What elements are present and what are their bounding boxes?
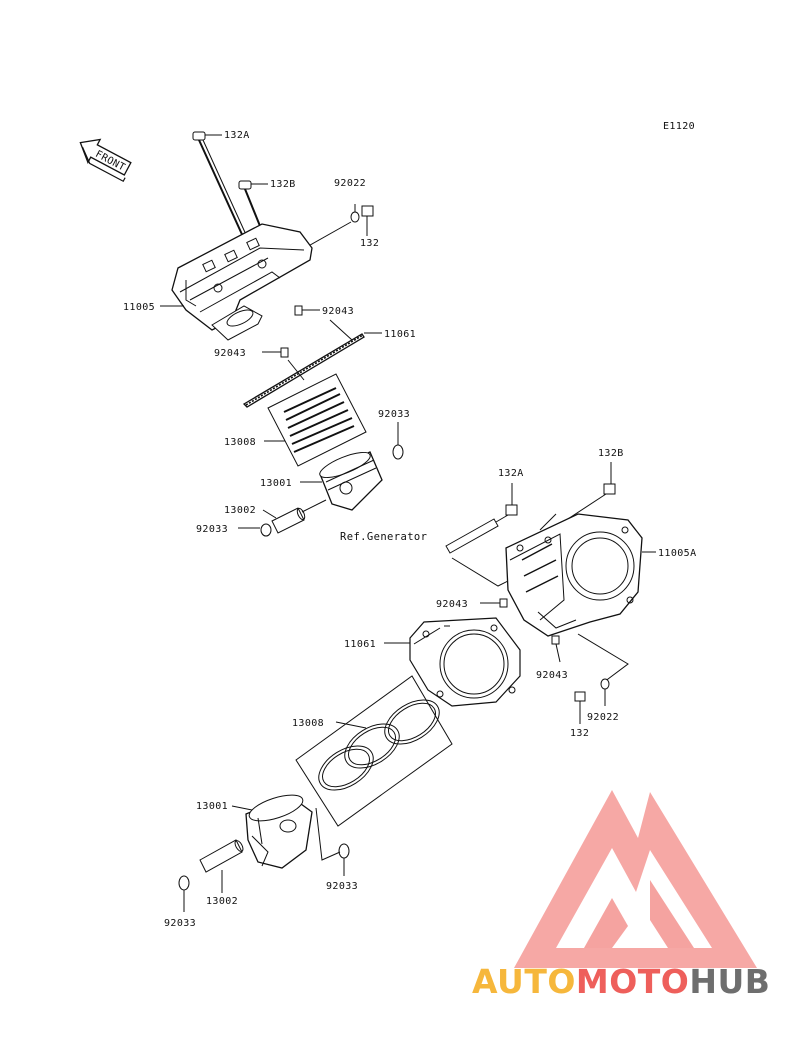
label-92022-lower: 92022 [587,712,619,723]
washer-92022-lower [600,678,610,690]
label-92043-upper-b: 92043 [214,348,246,359]
watermark-part-hub: HUB [689,962,771,1001]
label-13008-lower: 13008 [292,718,324,729]
label-11005: 11005 [123,302,155,313]
label-13002-lower: 13002 [206,896,238,907]
clip-92033-lower-right [338,843,350,859]
watermark-text: AUTOMOTOHUB [472,962,770,1002]
gasket-11061-lower [409,617,521,707]
watermark-part-auto: AUTO [472,962,576,1001]
pin-13002-lower [199,839,244,873]
dowel-92043-lower-b [551,635,560,645]
upper-assembly [160,131,404,537]
piston-13001-lower [245,794,313,869]
dowel-92043-a [294,305,303,316]
label-132a-lower: 132A [498,468,524,479]
gasket-11061 [242,333,365,408]
watermark-logo [514,790,757,968]
generator-rod [445,514,523,587]
label-11005a: 11005A [658,548,697,559]
ring-set-13008 [267,373,367,467]
watermark-part-moto: MOTO [575,962,690,1001]
washer-92022 [350,211,360,223]
dowel-92043-lower-a [499,598,508,608]
bolt-132-lower [574,691,586,724]
clip-92033-lower-left [178,875,190,891]
label-132a-upper: 132A [224,130,250,141]
lower-assembly [178,462,656,912]
label-13001-lower: 13001 [196,801,228,812]
label-13001-upper: 13001 [260,478,292,489]
cylinder-11005 [171,223,313,341]
label-13002-upper: 13002 [224,505,256,516]
label-92033-lower-left: 92033 [164,918,196,929]
cylinder-11005a [505,513,643,637]
label-92033-upper-left: 92033 [196,524,228,535]
bolt-132a-lower [505,504,518,516]
clip-92033-left [260,523,272,537]
label-92043-lower-a: 92043 [436,599,468,610]
label-11061-upper: 11061 [384,329,416,340]
label-132-lower: 132 [570,728,589,739]
diagram-code: E1120 [663,121,695,132]
label-92022-upper: 92022 [334,178,366,189]
label-132b-lower: 132B [598,448,624,459]
bolt-132a [192,131,254,253]
ring-set-13008-lower [295,675,453,827]
bolt-132b-lower [603,483,616,495]
piston-13001 [319,451,383,511]
label-92033-upper-right: 92033 [378,409,410,420]
label-13008-upper: 13008 [224,437,256,448]
clip-92033-right [392,444,404,460]
label-92043-upper-a: 92043 [322,306,354,317]
label-132-upper: 132 [360,238,379,249]
label-92033-lower-right: 92033 [326,881,358,892]
label-11061-lower: 11061 [344,639,376,650]
bolt-132 [361,205,374,217]
label-132b-upper: 132B [270,179,296,190]
bolt-132b [238,180,261,227]
dowel-92043-b [280,347,289,358]
ref-generator-label: Ref.Generator [340,531,427,543]
pin-13002 [271,507,306,534]
front-arrow-icon: FRONT [79,138,132,183]
label-92043-lower-b: 92043 [536,670,568,681]
